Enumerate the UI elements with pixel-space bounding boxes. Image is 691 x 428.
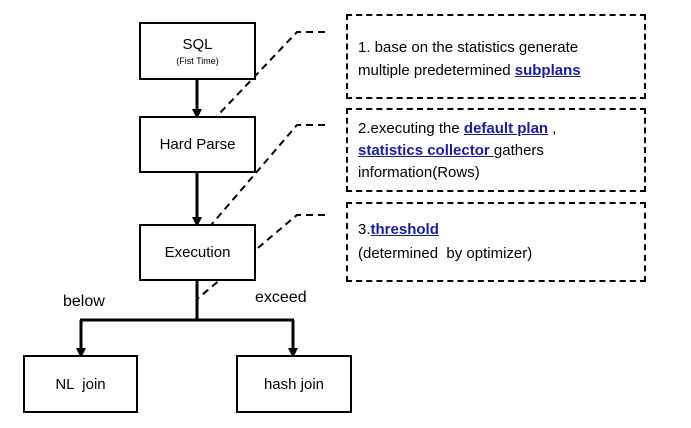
sql-node: SQL (Fist Time) — [139, 22, 256, 80]
sql-node-sublabel: (Fist Time) — [176, 56, 219, 66]
note-1: 1. base on the statistics generate multi… — [346, 14, 646, 99]
note-2-line-3: information(Rows) — [358, 164, 480, 181]
callout-line-3 — [195, 214, 325, 301]
note-3: 3.threshold (determined by optimizer) — [346, 202, 646, 282]
note-2-text: 2.executing the — [358, 120, 464, 137]
subplans-link[interactable]: subplans — [514, 62, 581, 79]
note-1-line-1: 1. base on the statistics generate — [358, 39, 579, 56]
note-2-line-1: 2.executing the default plan , — [358, 118, 634, 140]
hash-join-label: hash join — [263, 375, 325, 393]
note-2-line-2-after: gathers — [493, 142, 544, 159]
hard-parse-node: Hard Parse — [139, 116, 256, 173]
hash-join-node: hash join — [236, 355, 352, 413]
note-3-line-2: (determined by optimizer) — [358, 245, 533, 262]
sql-node-label: SQL — [182, 36, 213, 53]
note-2-line-2: statistics collector gathers — [358, 140, 634, 162]
note-2: 2.executing the default plan , statistic… — [346, 108, 646, 192]
note-2-text-after: , — [548, 120, 557, 137]
note-1-line-2: multiple predetermined subplans — [358, 59, 634, 82]
default-plan-link[interactable]: default plan — [463, 120, 549, 137]
statistics-collector-link[interactable]: statistics collector — [358, 142, 494, 159]
nl-join-node: NL join — [23, 355, 138, 413]
callout-line-1 — [199, 31, 325, 135]
note-3-line-1: 3.threshold — [358, 218, 634, 242]
note-3-text: 3. — [358, 221, 371, 238]
branch-label-exceed: exceed — [255, 289, 307, 306]
nl-join-label: NL join — [55, 375, 106, 393]
hard-parse-label: Hard Parse — [159, 136, 236, 153]
note-1-text: multiple predetermined — [358, 62, 515, 79]
execution-label: Execution — [164, 244, 231, 261]
callout-line-2 — [199, 124, 325, 239]
branch-label-below: below — [63, 293, 105, 310]
execution-node: Execution — [139, 224, 256, 281]
threshold-link[interactable]: threshold — [370, 221, 439, 238]
